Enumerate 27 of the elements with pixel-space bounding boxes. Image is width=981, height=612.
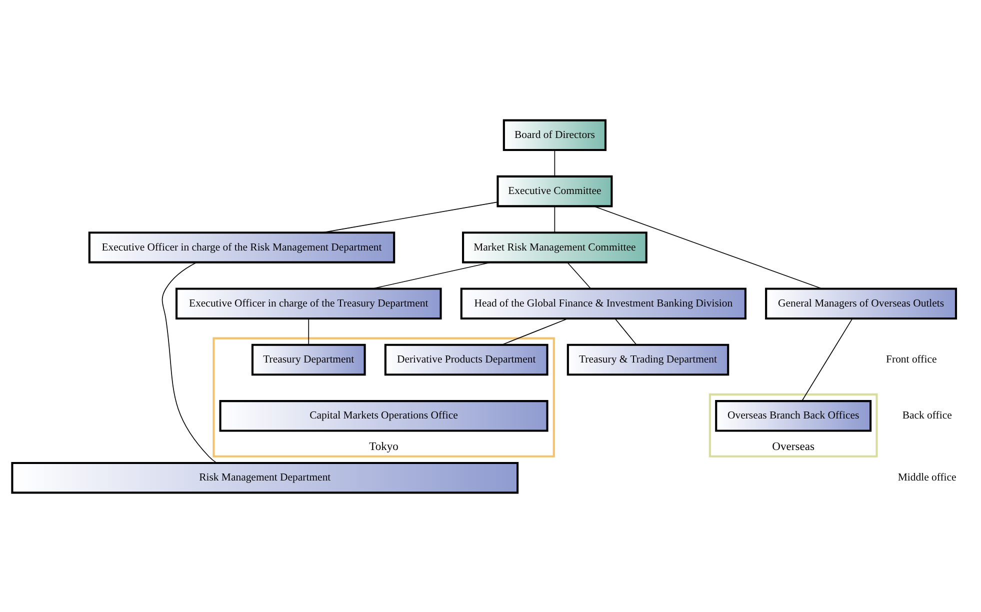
node-box: Board of Directors (502, 118, 607, 151)
label: Middle office (898, 471, 956, 484)
connector (614, 318, 637, 344)
node-box: Derivative Products Department (384, 343, 548, 376)
connector (308, 318, 310, 344)
node-box: Treasury & Trading Department (566, 343, 730, 376)
label: Back office (902, 409, 952, 422)
node-box: Executive Officer in charge of the Treasury Department (176, 287, 442, 319)
connector (554, 206, 556, 232)
connector (593, 205, 823, 289)
node-box: Risk Management Department (11, 461, 519, 494)
connector (567, 262, 591, 288)
connector (802, 318, 853, 401)
node-box: Treasury Department (251, 343, 366, 376)
connector (162, 262, 218, 463)
connector (322, 201, 498, 232)
node-box: General Managers of Overseas Outlets (765, 287, 958, 319)
node-box: Executive Officer in charge of the Risk Management Department (88, 231, 396, 263)
node-box: Executive Committee (496, 174, 613, 207)
connector (501, 318, 568, 345)
node-box: Capital Markets Operations Office (219, 400, 548, 432)
connector (372, 261, 492, 289)
label: Front office (886, 353, 937, 366)
node-box: Head of the Global Finance & Investment Banking Division (460, 287, 746, 319)
node-box: Market Risk Management Committee (462, 231, 648, 263)
connector (554, 149, 556, 176)
node-box: Overseas Branch Back Offices (715, 400, 872, 432)
